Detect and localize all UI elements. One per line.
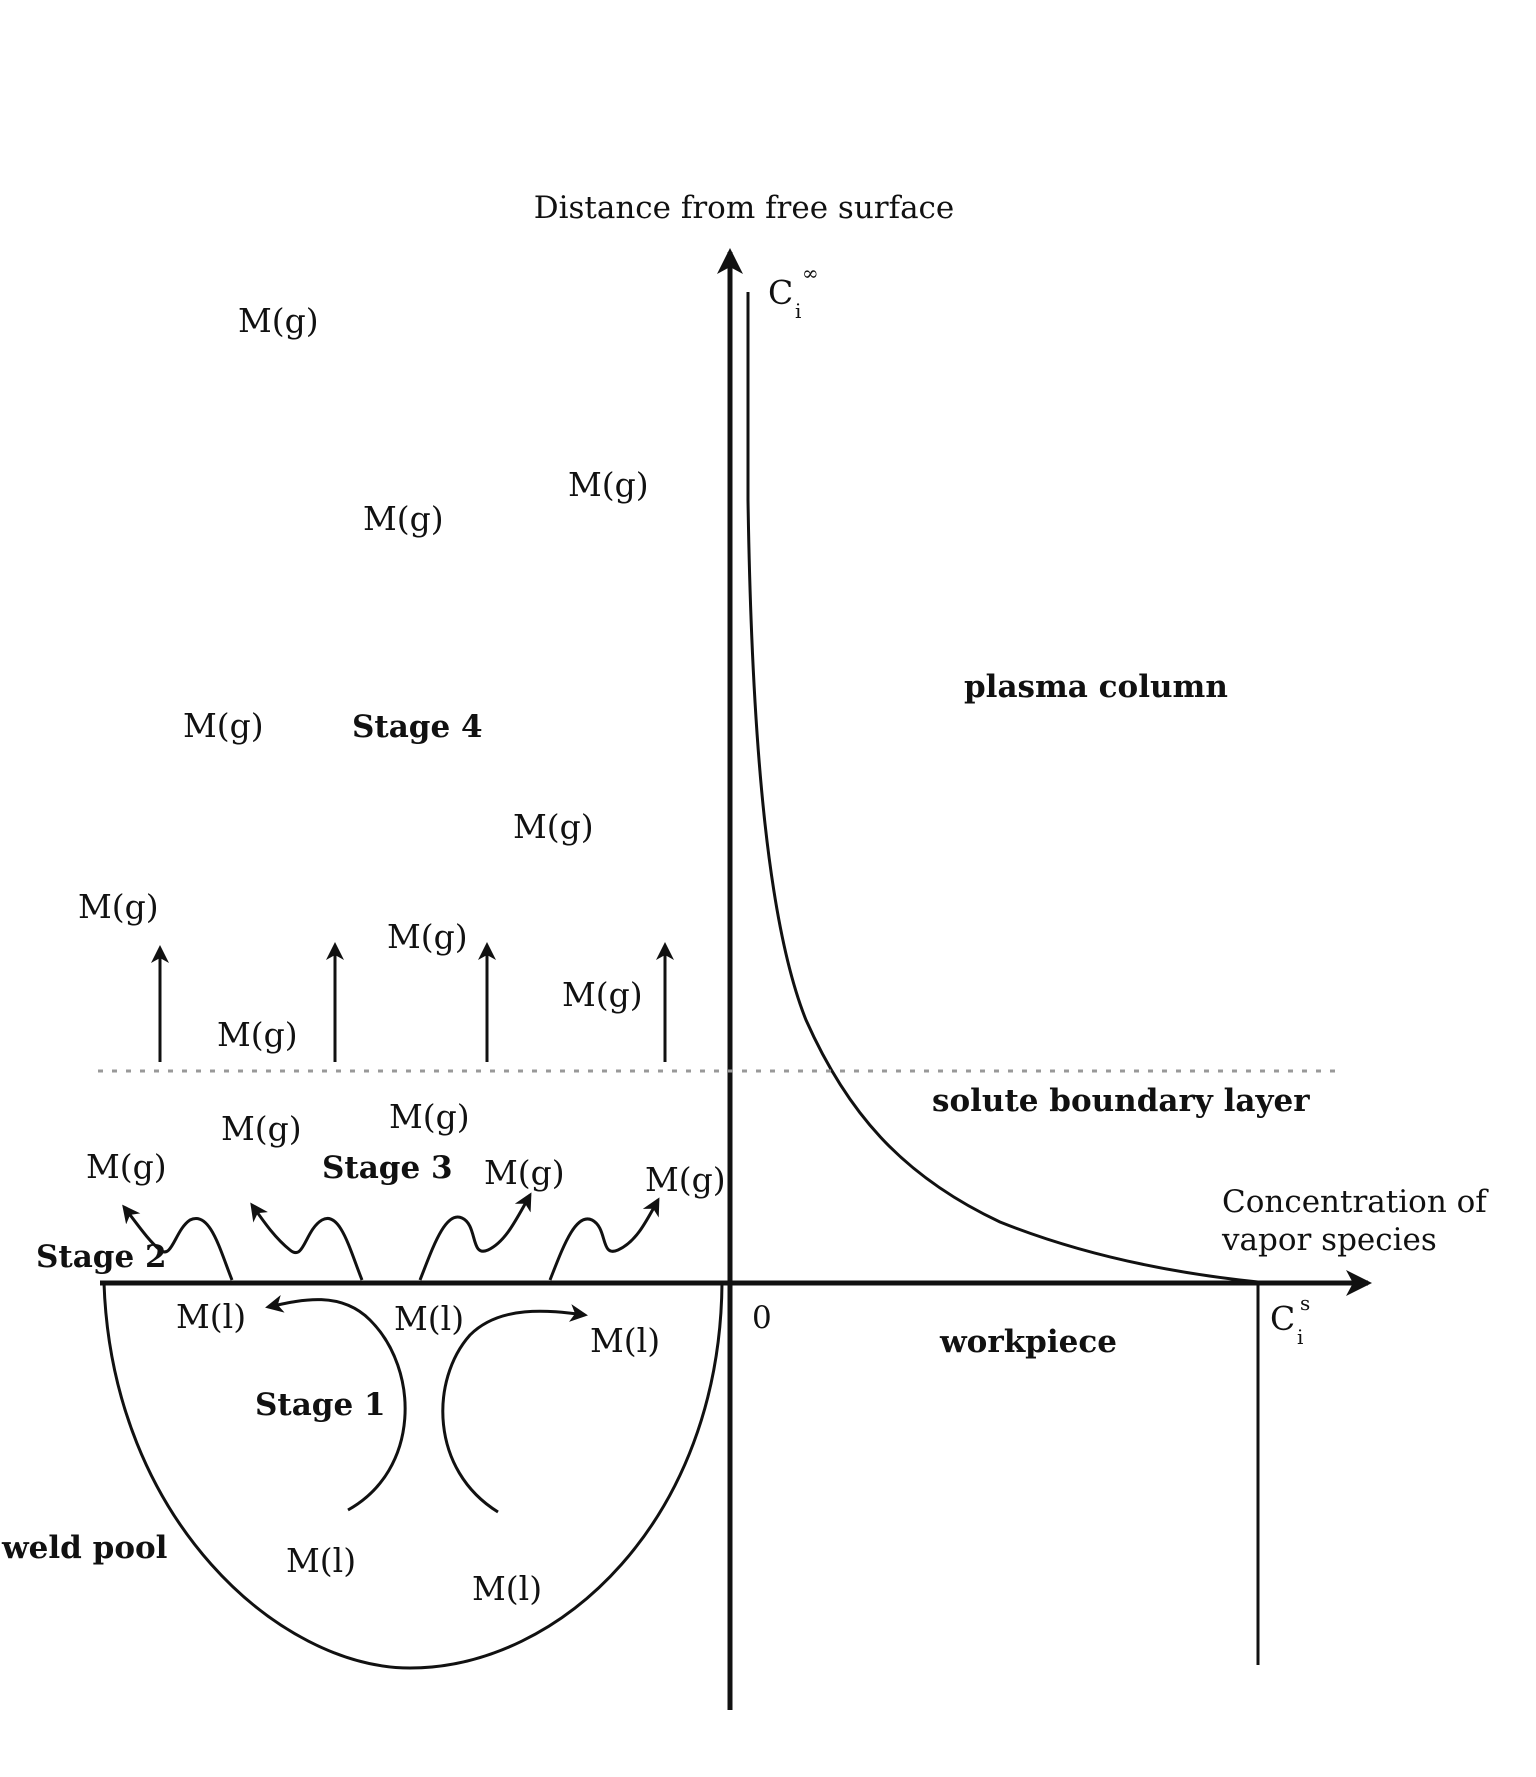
stage-3-label: Stage 3 — [322, 1150, 453, 1186]
convection-arrow-right — [441, 1304, 588, 1514]
species-gas-label: M(g) — [562, 975, 643, 1014]
stage-4-label: Stage 4 — [352, 709, 483, 745]
species-gas-label: M(g) — [645, 1160, 726, 1199]
stage2-arrow-1 — [122, 1204, 234, 1281]
svg-text:∞: ∞ — [802, 261, 819, 285]
y-axis-label: Distance from free surface — [534, 190, 955, 226]
species-gas-label: M(g) — [484, 1153, 565, 1192]
species-gas-label: M(g) — [183, 706, 264, 745]
svg-text:C: C — [1270, 1299, 1295, 1338]
origin-label: 0 — [752, 1300, 772, 1336]
species-liquid-label: M(l) — [472, 1569, 542, 1608]
species-gas-label: M(g) — [389, 1097, 470, 1136]
species-gas-label: M(g) — [363, 499, 444, 538]
c-s-label: C i s — [1270, 1291, 1310, 1349]
workpiece-label: workpiece — [939, 1324, 1117, 1360]
stage2-arrow-2 — [250, 1202, 364, 1281]
species-liquid-label: M(l) — [286, 1541, 356, 1580]
x-axis-label-line1: Concentration of — [1222, 1184, 1489, 1220]
svg-text:i: i — [795, 299, 801, 323]
c-inf-label: C i ∞ — [768, 261, 819, 323]
stage-1-label: Stage 1 — [255, 1387, 386, 1423]
svg-text:s: s — [1300, 1291, 1310, 1315]
species-gas-label: M(g) — [387, 917, 468, 956]
solute-boundary-layer-label: solute boundary layer — [932, 1083, 1310, 1119]
species-gas-label: M(g) — [238, 301, 319, 340]
plasma-column-label: plasma column — [964, 669, 1228, 705]
convection-arrow-left — [265, 1295, 407, 1512]
svg-text:C: C — [768, 273, 793, 312]
stage2-arrow-4 — [548, 1197, 660, 1281]
weld-pool-label: weld pool — [1, 1530, 167, 1566]
species-gas-label: M(g) — [568, 465, 649, 504]
species-gas-label: M(g) — [221, 1109, 302, 1148]
species-liquid-label: M(l) — [394, 1299, 464, 1338]
species-gas-label: M(g) — [513, 807, 594, 846]
concentration-profile-curve — [746, 292, 1259, 1284]
species-gas-label: M(g) — [86, 1147, 167, 1186]
species-gas-label: M(g) — [78, 887, 159, 926]
stage-2-label: Stage 2 — [36, 1239, 167, 1275]
svg-text:i: i — [1297, 1325, 1303, 1349]
species-liquid-label: M(l) — [590, 1321, 660, 1360]
weld-pool-outline — [102, 1282, 724, 1670]
species-liquid-label: M(l) — [176, 1297, 246, 1336]
species-gas-label: M(g) — [217, 1015, 298, 1054]
x-axis-label-line2: vapor species — [1221, 1222, 1437, 1258]
stage2-arrow-3 — [418, 1192, 532, 1281]
